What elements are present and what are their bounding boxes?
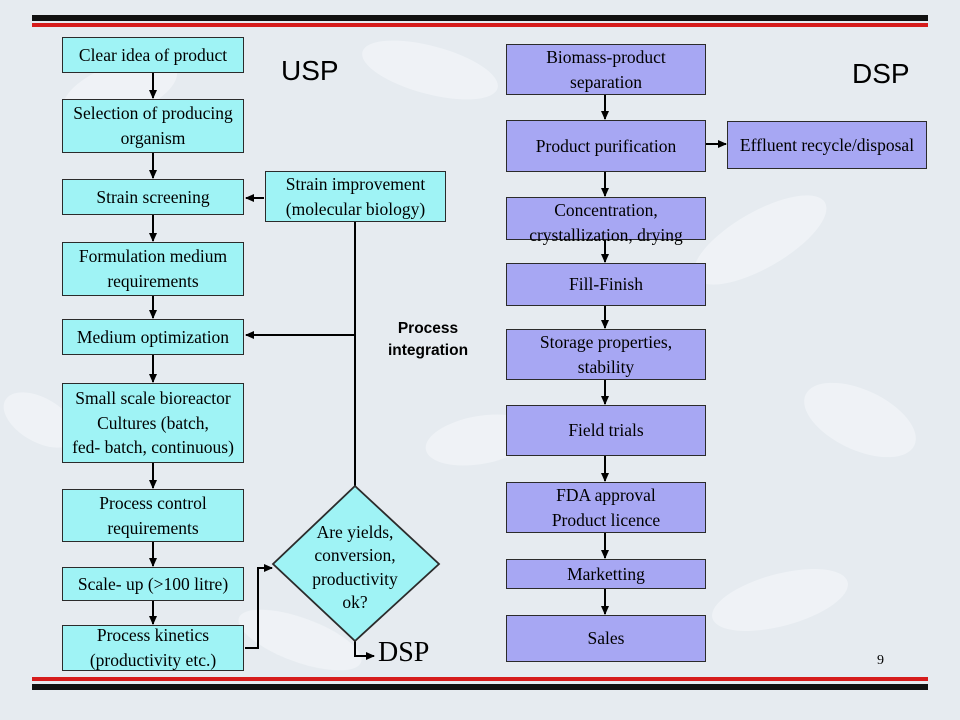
dsp-step-fill-finish: Fill-Finish bbox=[506, 263, 706, 306]
page-number: 9 bbox=[877, 653, 884, 668]
process-integration-label: Process integration bbox=[387, 320, 469, 359]
top-rule-red bbox=[32, 23, 928, 27]
usp-heading: USP bbox=[281, 55, 339, 86]
dsp-step-field-trials: Field trials bbox=[506, 405, 706, 456]
dsp-exit-label: DSP bbox=[378, 637, 430, 668]
usp-step-medium-optimization: Medium optimization bbox=[62, 319, 244, 355]
bottom-rule-black bbox=[32, 684, 928, 690]
dsp-step-concentration: Concentration, crystallization, drying bbox=[506, 197, 706, 245]
dsp-heading: DSP bbox=[852, 58, 910, 89]
usp-step-process-control: Process control requirements bbox=[62, 489, 244, 542]
usp-step-scale-up: Scale- up (>100 litre) bbox=[62, 567, 244, 601]
strain-improvement-box: Strain improvement (molecular biology) bbox=[265, 171, 446, 222]
dsp-step-marketting: Marketting bbox=[506, 559, 706, 589]
decision-text: Are yields, conversion, productivity ok? bbox=[312, 522, 398, 613]
usp-step-formulation-medium: Formulation medium requirements bbox=[62, 242, 244, 296]
effluent-box: Effluent recycle/disposal bbox=[727, 121, 927, 169]
dsp-step-biomass-separation: Biomass-product separation bbox=[506, 44, 706, 95]
usp-step-selection-organism: Selection of producing organism bbox=[62, 99, 244, 153]
usp-step-process-kinetics: Process kinetics (productivity etc.) bbox=[62, 625, 244, 671]
dsp-step-sales: Sales bbox=[506, 615, 706, 662]
top-rule-black bbox=[32, 15, 928, 21]
bottom-rule-red bbox=[32, 677, 928, 681]
decision-diamond bbox=[271, 484, 441, 643]
dsp-step-storage: Storage properties, stability bbox=[506, 329, 706, 380]
dsp-step-product-purification: Product purification bbox=[506, 120, 706, 172]
usp-step-small-scale-bioreactor: Small scale bioreactor Cultures (batch, … bbox=[62, 383, 244, 463]
usp-step-clear-idea: Clear idea of product bbox=[62, 37, 244, 73]
dsp-step-fda-approval: FDA approval Product licence bbox=[506, 482, 706, 533]
usp-step-strain-screening: Strain screening bbox=[62, 179, 244, 215]
